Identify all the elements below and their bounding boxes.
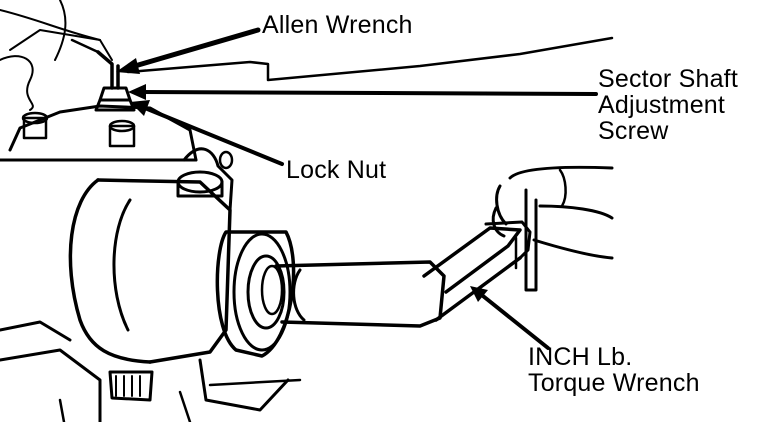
leader-lock-nut xyxy=(130,100,284,166)
leader-sector-shaft-screw xyxy=(128,84,598,100)
label-allen-wrench: Allen Wrench xyxy=(262,11,413,39)
label-inch-lb-torque-wrench: INCH Lb. Torque Wrench xyxy=(528,343,700,397)
gear-housing-base xyxy=(0,320,302,422)
sector-shaft-screw-assembly xyxy=(70,38,136,112)
leader-allen-wrench xyxy=(116,27,261,74)
output-flange xyxy=(215,230,296,358)
gear-housing-body xyxy=(68,147,234,364)
socket-extension xyxy=(274,260,446,328)
gear-housing-top xyxy=(0,29,198,162)
technician-hand xyxy=(491,165,614,260)
hood-outline xyxy=(0,0,614,82)
label-sector-shaft-adjustment-screw: Sector Shaft Adjustment Screw xyxy=(598,65,738,145)
label-lock-nut: Lock Nut xyxy=(286,156,387,184)
leader-torque-wrench xyxy=(470,286,550,350)
